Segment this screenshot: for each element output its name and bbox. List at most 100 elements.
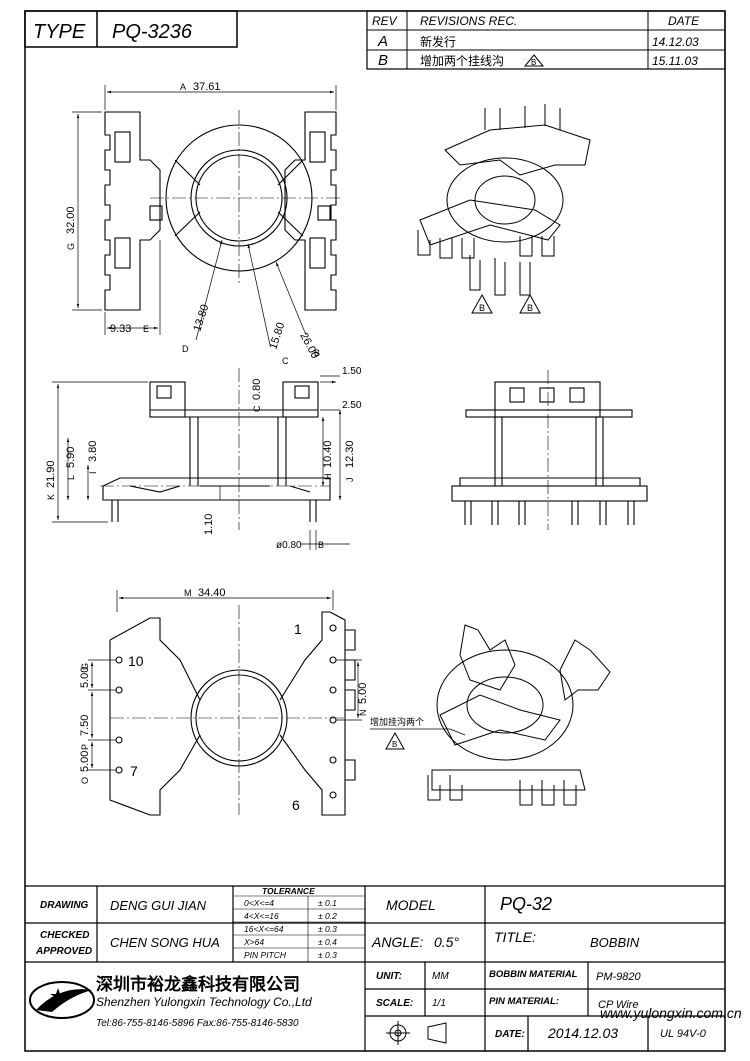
type-value: PQ-3236 xyxy=(112,21,193,43)
dim-pitch-right: 5.00 xyxy=(357,683,369,704)
dim-side-1230-tag: J xyxy=(345,478,355,483)
dim-pin-dia-tag: B xyxy=(318,540,324,550)
add-grooves-text: 增加挂沟两个 xyxy=(370,716,424,727)
dim-side-590: 5.90 xyxy=(65,447,77,468)
tol-range-1: 4<X<=16 xyxy=(244,911,279,921)
sheet-border xyxy=(24,10,726,1052)
dim-dia-b-tag: B xyxy=(314,348,320,358)
dim-side-1040-tag: H xyxy=(323,474,333,481)
dim-top-height-tag: G xyxy=(66,243,76,250)
dim-side-top-thk-tag: C xyxy=(252,405,262,412)
checked-label: CHECKED xyxy=(40,930,89,941)
projection-symbol-icon xyxy=(386,1021,447,1045)
isometric-view-bottom xyxy=(427,624,611,806)
date-header: DATE xyxy=(668,14,700,28)
dim-side-1040: 10.40 xyxy=(322,440,334,468)
add-grooves-note: 增加挂沟两个 B xyxy=(370,716,466,750)
front-view xyxy=(451,370,648,530)
model-label: MODEL xyxy=(386,897,436,913)
company-contact: Tel:86-755-8146-5896 Fax:86-755-8146-583… xyxy=(96,1018,299,1029)
tol-range-0: 0<X<=4 xyxy=(244,898,274,908)
pin-label-7: 7 xyxy=(130,763,138,779)
rev-b-text: 增加两个挂线沟 xyxy=(420,54,504,68)
tol-value-0: ± 0.1 xyxy=(318,898,337,908)
mark-b-3: B xyxy=(392,740,397,749)
bobbin-material-value: PM-9820 xyxy=(596,971,642,983)
dim-bottom-width-tag: M xyxy=(184,588,192,598)
tol-range-3: X>64 xyxy=(243,937,264,947)
bobbin-material-label: BOBBIN MATERIAL xyxy=(489,969,578,980)
rev-a: A xyxy=(377,33,388,50)
dim-dia-d-tag: D xyxy=(182,344,189,354)
bottom-view xyxy=(109,605,356,816)
scale-label: SCALE: xyxy=(376,998,413,1009)
angle-label: ANGLE: xyxy=(371,934,423,950)
dim-side-590-tag: L xyxy=(66,475,76,480)
ul-value: UL 94V-0 xyxy=(660,1028,707,1040)
dim-pin-dia: ø0.80 xyxy=(276,540,302,551)
dim-pitch-d: 5.00 xyxy=(79,751,91,772)
dim-pitch-c-tag: P xyxy=(80,744,90,750)
dim-top-width: 37.61 xyxy=(193,81,221,93)
tol-range-4: PIN PITCH xyxy=(244,950,287,960)
dim-dia-c-tag: C xyxy=(282,356,289,366)
dim-pitch-c: 7.50 xyxy=(79,715,91,736)
revisions-header: REVISIONS REC. xyxy=(420,14,517,28)
side-view-dimensions xyxy=(52,375,350,550)
approved-label: APPROVED xyxy=(35,946,92,957)
rev-b-date: 15.11.03 xyxy=(652,54,698,68)
tolerance-table: 0<X<=4 ± 0.1 4<X<=16 ± 0.2 16<X<=64 ± 0.… xyxy=(243,898,337,960)
tolerance-title: TOLERANCE xyxy=(262,886,315,896)
rev-header: REV xyxy=(372,14,398,28)
type-label: TYPE xyxy=(33,21,86,43)
dim-side-150: 1.50 xyxy=(342,366,362,377)
company-logo xyxy=(29,981,95,1019)
dim-top-height: 32.00 xyxy=(65,206,77,234)
dim-side-250: 2.50 xyxy=(342,400,362,411)
dim-side-380-tag: I xyxy=(88,471,98,474)
dim-bottom-width: 34.40 xyxy=(198,587,226,599)
bottom-view-dimensions xyxy=(88,590,362,771)
dim-left-offset: 9.33 xyxy=(110,323,131,335)
mark-b-1: B xyxy=(479,303,485,313)
pin-material-label: PIN MATERIAL: xyxy=(489,996,559,1007)
top-view-dimensions xyxy=(72,85,337,346)
dim-dia-c: 15.80 xyxy=(267,321,287,351)
dim-left-offset-tag: E xyxy=(143,324,149,334)
angle-value: 0.5° xyxy=(434,934,459,950)
mark-b-2: B xyxy=(527,303,533,313)
scale-value: 1/1 xyxy=(432,998,446,1009)
dim-side-top-thk: 0.80 xyxy=(251,379,263,400)
drawing-name: DENG GUI JIAN xyxy=(110,898,207,913)
top-view xyxy=(104,110,340,311)
dim-side-1230: 12.30 xyxy=(344,440,356,468)
rev-b: B xyxy=(378,52,388,69)
checked-name: CHEN SONG HUA xyxy=(110,935,220,950)
company-cn: 深圳市裕龙鑫科技有限公司 xyxy=(96,974,300,994)
dim-side-height: 21.90 xyxy=(45,460,57,488)
rev-b-triangle-icon: B xyxy=(523,54,545,67)
tol-value-2: ± 0.3 xyxy=(318,924,337,934)
dim-side-110: 1.10 xyxy=(203,514,215,535)
pin-label-10: 10 xyxy=(128,653,144,669)
drawing-label: DRAWING xyxy=(40,900,89,911)
dim-side-380: 3.80 xyxy=(87,441,99,462)
isometric-view-top-marks: B B xyxy=(471,293,541,314)
title-block-grid xyxy=(25,885,725,1051)
rev-b-mark: B xyxy=(531,58,536,67)
isometric-view-top xyxy=(417,104,591,296)
date-value: 2014.12.03 xyxy=(547,1025,618,1041)
side-view xyxy=(100,368,331,530)
dim-pitch-a-tag: G xyxy=(80,663,90,670)
watermark: www.yulongxin.com.cn xyxy=(600,1005,742,1021)
tol-range-2: 16<X<=64 xyxy=(244,924,284,934)
pin-label-6: 6 xyxy=(292,797,300,813)
pin-material-value: CP Wire xyxy=(598,999,638,1011)
company-en: Shenzhen Yulongxin Technology Co.,Ltd xyxy=(96,995,312,1009)
tol-value-3: ± 0.4 xyxy=(318,937,337,947)
tol-value-4: ± 0.3 xyxy=(318,950,337,960)
unit-label: UNIT: xyxy=(376,971,402,982)
rev-a-date: 14.12.03 xyxy=(652,35,699,49)
dim-dia-d: 13.80 xyxy=(191,303,211,333)
